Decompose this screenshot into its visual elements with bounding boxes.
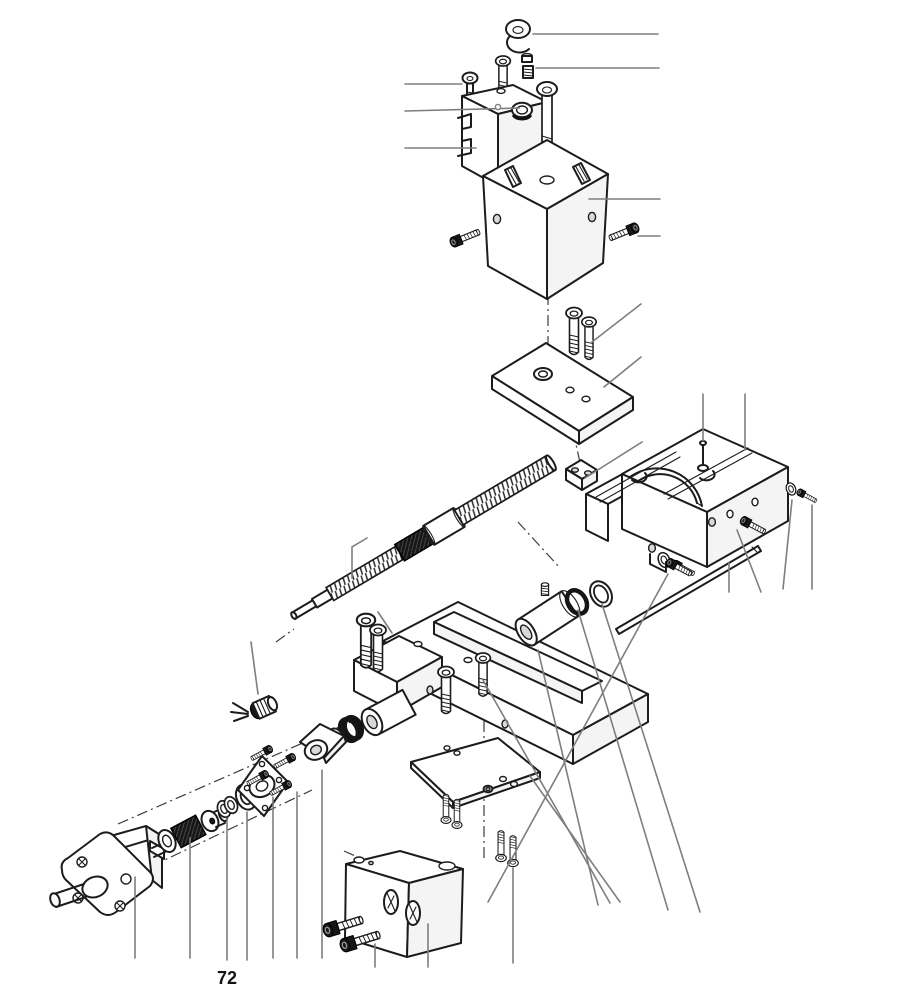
o-ring-pair	[564, 580, 613, 616]
housing-o-ring	[341, 714, 365, 742]
bearing-housing	[299, 723, 347, 764]
leadscrew-nut	[514, 582, 581, 647]
leader-line	[250, 641, 259, 695]
side-screw-right	[607, 221, 642, 244]
mount-plate	[491, 342, 634, 445]
retainer-clamp	[565, 459, 598, 491]
shaft-coupling	[151, 807, 229, 858]
leader-line	[591, 303, 642, 343]
leader-line	[577, 609, 669, 911]
bracket-screw-3	[495, 830, 507, 863]
leader-line	[537, 649, 599, 906]
gib-rod	[615, 545, 762, 635]
leader-line	[603, 356, 642, 388]
set-screw	[521, 52, 534, 79]
bracket-plate	[410, 737, 541, 809]
end-plate	[344, 850, 464, 958]
leader-line	[529, 775, 621, 903]
plate-screw-2	[580, 316, 598, 361]
figure-label: 72	[217, 968, 237, 988]
side-screw-left	[447, 226, 482, 249]
leader-line	[584, 441, 643, 479]
leader-line	[482, 679, 611, 904]
leader-lines	[134, 33, 813, 968]
leader-line	[736, 529, 762, 593]
leader-line	[487, 573, 669, 903]
bearing-barrel	[360, 688, 417, 737]
shoulder-screw	[505, 19, 531, 54]
column-block	[482, 139, 609, 300]
saddle-block	[585, 428, 789, 573]
leader-line	[601, 603, 701, 913]
plate-screw-1	[565, 306, 583, 356]
leader-dot	[494, 103, 502, 111]
leadscrew	[290, 454, 557, 621]
saddle-end-pin	[783, 480, 819, 505]
leader-line	[782, 499, 793, 590]
leader-line	[377, 611, 393, 634]
stepper-motor	[49, 825, 165, 916]
leader-line	[351, 537, 368, 579]
saddle-screw-1	[664, 556, 694, 579]
power-plug	[230, 694, 279, 722]
